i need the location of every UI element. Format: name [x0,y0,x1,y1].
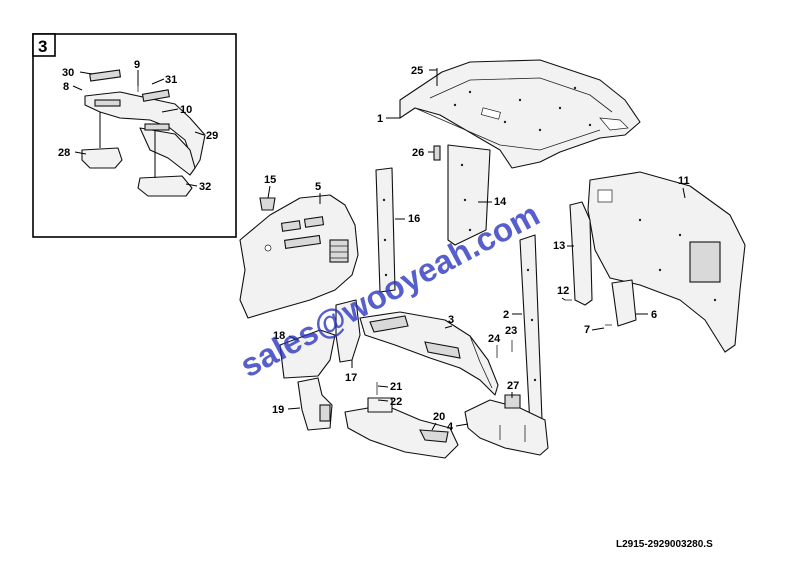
callout-5: 5 [315,181,321,193]
pillar-2 [519,234,543,426]
inset-tag-box [32,33,56,57]
callout-12: 12 [557,285,569,297]
callout-20: 20 [433,411,445,423]
trim-13 [569,201,593,306]
callout-23: 23 [505,325,517,337]
callout-13: 13 [553,240,565,252]
callout-10: 10 [180,104,192,116]
callout-17: 17 [345,372,357,384]
side-panel-5 [239,194,359,319]
callout-7: 7 [584,324,590,336]
callout-11: 11 [678,175,690,187]
callout-25: 25 [411,65,423,77]
callout-3: 3 [448,314,454,326]
roof-panel [399,59,641,169]
callout-8: 8 [63,81,69,93]
duct-18 [279,329,336,379]
callout-26: 26 [412,147,424,159]
callout-4: 4 [447,421,454,433]
callout-29: 29 [206,130,218,142]
fasteners [376,299,572,395]
rear-panel-11 [587,171,746,353]
duct-19 [297,377,333,431]
pillar-16 [375,167,396,293]
inset-tag: 3 [38,37,47,56]
callout-1: 1 [377,113,383,125]
callout-16: 16 [408,213,420,225]
callout-24: 24 [488,333,501,345]
callout-6: 6 [651,309,657,321]
callout-19: 19 [272,404,284,416]
callout-labels: 30 8 9 31 10 29 28 32 25 1 26 14 15 5 16… [58,59,690,433]
callout-27: 27 [507,380,519,392]
leader-lines [72,69,686,431]
bracket-6 [611,279,637,327]
callout-21: 21 [390,381,402,393]
callout-32: 32 [199,181,211,193]
duct-20 [344,397,459,459]
callout-15: 15 [264,174,276,186]
inset-frame [32,33,237,238]
roof-bolts [433,68,441,161]
duct-4 [464,394,549,456]
dash-duct-3 [359,311,499,396]
reference-code: L2915-2929003280.S [616,539,713,550]
callout-22: 22 [390,396,402,408]
callout-30: 30 [62,67,74,79]
callout-28: 28 [58,147,70,159]
callout-2: 2 [503,309,509,321]
callout-31: 31 [165,74,177,86]
callout-14: 14 [494,196,507,208]
inset-duct-assembly [81,69,206,197]
pillar-trim-14 [447,144,491,246]
callout-9: 9 [134,59,140,71]
callout-18: 18 [273,330,285,342]
detail-inset: 3 [32,33,237,238]
